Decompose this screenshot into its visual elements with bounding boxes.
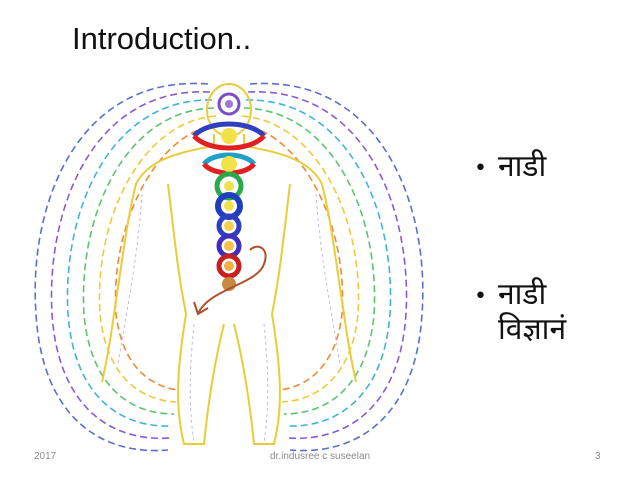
slide-title: Introduction.. bbox=[72, 21, 252, 56]
bullet-item: • नाडी विज्ञानं bbox=[474, 277, 608, 347]
footer-date: 2017 bbox=[34, 451, 57, 462]
bullet-dot-icon: • bbox=[474, 156, 487, 181]
bullet-text: नाडी bbox=[498, 149, 547, 184]
bullet-dot-icon: • bbox=[474, 284, 487, 309]
footer-page-number: 3 bbox=[595, 451, 601, 462]
footer-author: dr.indusree c suseelan bbox=[270, 451, 371, 462]
chakra-body-illustration-icon bbox=[18, 64, 440, 460]
bullet-item: • नाडी bbox=[474, 149, 547, 185]
bullet-text: नाडी विज्ञानं bbox=[498, 277, 567, 347]
